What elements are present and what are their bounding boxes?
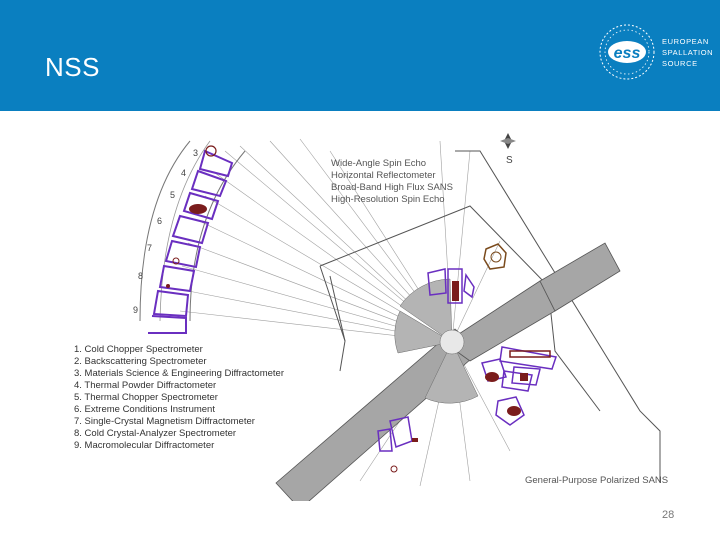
- bay-number: 6: [157, 216, 162, 226]
- logo-line-2: SPALLATION: [662, 48, 714, 57]
- page-number: 28: [662, 509, 675, 521]
- instrument-label: General-Purpose Polarized SANS: [525, 475, 668, 486]
- legend-item: 8. Cold Crystal-Analyzer Spectrometer: [74, 428, 236, 439]
- bay-number: 4: [181, 168, 186, 178]
- legend-item: 3. Materials Science & Engineering Diffr…: [74, 368, 284, 379]
- ess-logo: ess EUROPEAN SPALLATION SOURCE: [596, 22, 714, 82]
- ess-logo-mark: ess: [614, 45, 641, 62]
- instrument-label: High-Resolution Spin Echo: [331, 194, 445, 205]
- legend-item: 5. Thermal Chopper Spectrometer: [74, 392, 218, 403]
- bay-number: 9: [133, 305, 138, 315]
- slide-header: NSS ess EUROPEAN SPALLATION SOURCE: [0, 0, 720, 111]
- legend-item: 7. Single-Crystal Magnetism Diffractomet…: [74, 416, 255, 427]
- bay-number: 5: [170, 190, 175, 200]
- legend-item: 2. Backscattering Spectrometer: [74, 356, 207, 367]
- nss-floor-plan: 3 4 5 6 7 8 9: [0, 111, 720, 510]
- proton-beam-tunnel: [275, 242, 621, 510]
- legend-item: 9. Macromolecular Diffractometer: [74, 440, 214, 451]
- ess-logo-mark-icon: ess: [599, 24, 655, 80]
- legend-item: 4. Thermal Powder Diffractometer: [74, 380, 216, 391]
- compass-label: S: [506, 155, 513, 166]
- sample-positions: [412, 281, 551, 442]
- target-monolith: [394, 278, 479, 404]
- instrument-label: Wide-Angle Spin Echo: [331, 158, 426, 169]
- legend-item: 6. Extreme Conditions Instrument: [74, 404, 215, 415]
- slide-title: NSS: [45, 52, 100, 82]
- bay-number: 3: [193, 148, 198, 158]
- bay-numbers: 3 4 5 6 7 8 9: [133, 148, 198, 315]
- curved-instrument-hall: [139, 140, 246, 334]
- logo-line-3: SOURCE: [662, 59, 698, 68]
- bay-number: 7: [147, 243, 152, 253]
- instrument-label: Horizontal Reflectometer: [331, 170, 436, 181]
- legend-item: 1. Cold Chopper Spectrometer: [74, 344, 203, 355]
- compass-icon: S: [500, 133, 516, 166]
- sample-environment: [189, 204, 207, 214]
- instrument-label: Broad-Band High Flux SANS: [331, 182, 453, 193]
- bay-number: 8: [138, 271, 143, 281]
- top-instrument-labels: Wide-Angle Spin Echo Horizontal Reflecto…: [331, 158, 453, 205]
- instrument-legend: 1. Cold Chopper Spectrometer 2. Backscat…: [74, 344, 284, 451]
- logo-line-1: EUROPEAN: [662, 37, 709, 46]
